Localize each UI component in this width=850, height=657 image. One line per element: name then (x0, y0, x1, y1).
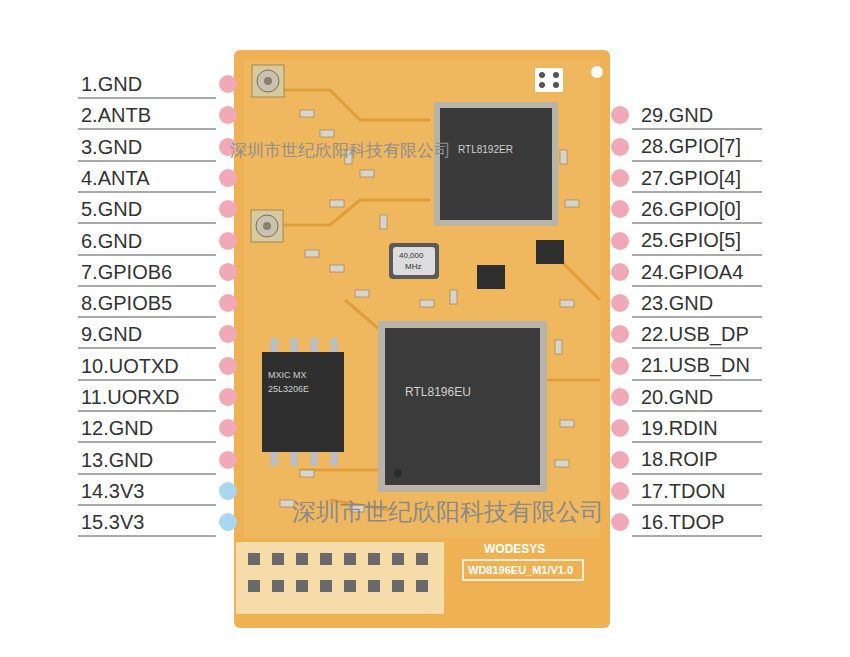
pin-label: 25.GPIO[5] (641, 230, 741, 250)
pin-label: 29.GND (641, 105, 713, 125)
pin-header (236, 542, 444, 614)
soc-chip (378, 321, 547, 492)
inductor (536, 240, 564, 264)
pin-label: 7.GPIOB6 (81, 262, 172, 282)
crystal (389, 243, 439, 279)
pin-label: 6.GND (81, 231, 142, 251)
pcb-board (234, 50, 610, 628)
pin-pads (219, 75, 629, 531)
board-version: WD8196EU_M1/V1.0 (468, 565, 573, 576)
power-pads (219, 482, 237, 531)
watermark: 深圳市世纪欣阳科技有限公司 (230, 142, 451, 159)
pin-label: 27.GPIO[4] (641, 168, 741, 188)
crystal-marking: 40,000 (399, 252, 423, 260)
wifi-chip (434, 102, 558, 226)
pin-label: 28.GPIO[7] (641, 136, 741, 156)
pin-label: 11.UORXD (81, 387, 180, 407)
pin-label: 2.ANTB (81, 105, 151, 125)
pin-label: 13.GND (81, 450, 153, 470)
chip-marking: RTL8192ER (458, 145, 513, 155)
pin-label: 26.GPIO[0] (641, 199, 741, 219)
pin-label: 15.3V3 (81, 512, 144, 532)
chip-marking: MXIC MX (268, 371, 307, 380)
pin-label: 5.GND (81, 199, 142, 219)
pin-label: 24.GPIOA4 (641, 262, 743, 282)
pin-label: 19.RDIN (641, 418, 718, 438)
crystal-marking: MHz (405, 263, 421, 271)
watermark: 深圳市世纪欣阳科技有限公司 (292, 500, 604, 524)
pin-label: 4.ANTA (81, 168, 150, 188)
brand-logo: WODESYS (484, 543, 545, 555)
antenna-connector (252, 65, 284, 97)
pin-underlines (78, 98, 762, 536)
pin-label: 3.GND (81, 137, 142, 157)
pin-label: 20.GND (641, 387, 713, 407)
pin-label: 8.GPIOB5 (81, 293, 172, 313)
pin-label: 10.UOTXD (81, 356, 179, 376)
silkscreen-box (463, 560, 583, 580)
pin-label: 16.TDOP (641, 512, 724, 532)
pin-label: 17.TDON (641, 481, 725, 501)
pin-label: 22.USB_DP (641, 324, 749, 344)
mount-hole (591, 66, 603, 78)
inductor (477, 265, 505, 289)
pin-label: 23.GND (641, 293, 713, 313)
pin-label: 21.USB_DN (641, 355, 750, 375)
pin-label: 18.ROIP (641, 449, 718, 469)
chip-marking: 25L3206E (268, 385, 309, 394)
pin-label: 9.GND (81, 324, 142, 344)
antenna-connector (251, 210, 283, 242)
pin-label: 14.3V3 (81, 481, 144, 501)
pin-label: 1.GND (81, 74, 142, 94)
pin-label: 12.GND (81, 418, 153, 438)
pcb-area (244, 60, 600, 538)
test-pads (535, 68, 563, 92)
flash-chip (262, 338, 344, 466)
chip-marking: RTL8196EU (405, 386, 471, 398)
